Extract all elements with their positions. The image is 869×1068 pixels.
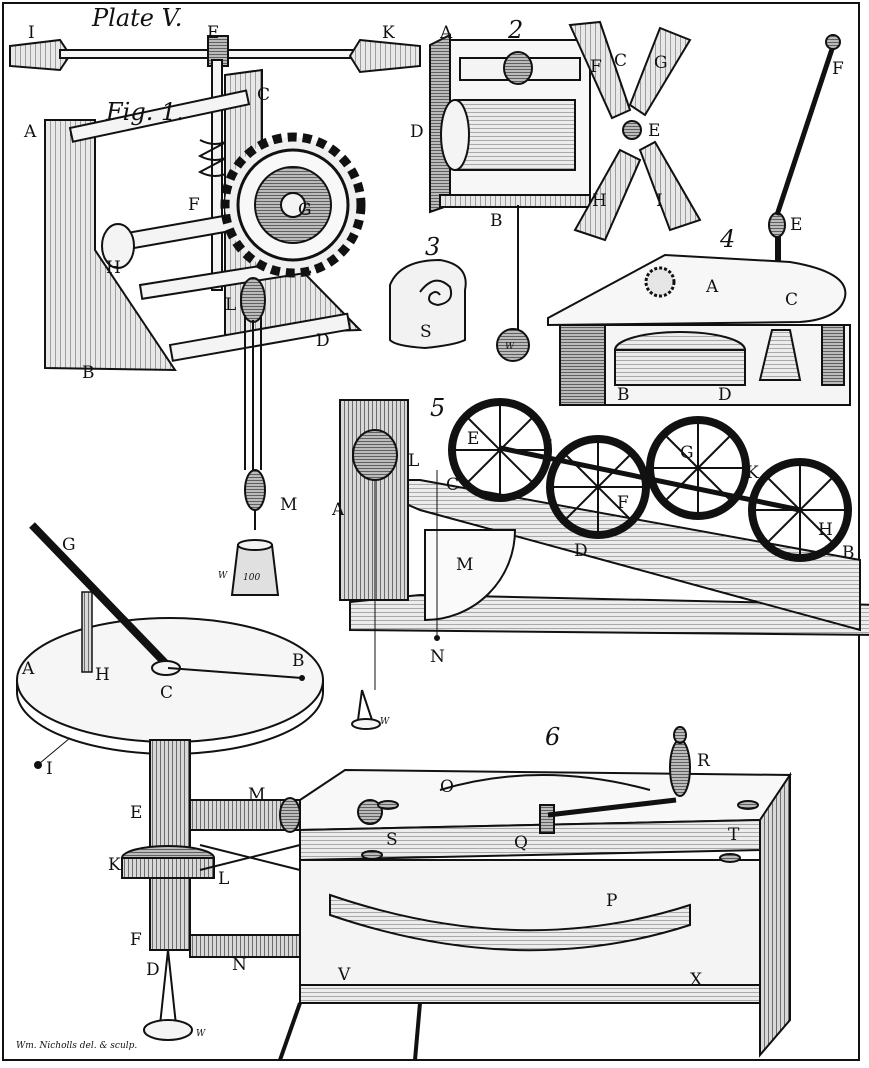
disc-label-W: W [196,1029,206,1039]
fig6-label-P: P [606,891,617,911]
figure-3-spring-coil [389,258,467,350]
fig1-label-B: B [82,363,95,383]
fig2-label-C: C [614,51,627,71]
spoked-wheel-icon [546,435,650,539]
windmill-sail-icon [568,20,702,242]
fig1-label-C: C [257,85,270,105]
figure-labels: Fig. 1. I E K A C F G H L D B M W 100 2 … [21,16,855,1039]
fig6-label-E: E [130,803,142,823]
fig4-label-E: E [790,215,802,235]
fig2-label-F: F [590,57,602,77]
fig1-label-W: W [218,571,228,581]
fig5-label-D: D [574,541,588,561]
fig5-number: 5 [430,394,445,422]
fig3-label-S: S [420,322,432,342]
fig6-label-V: V [337,965,351,985]
fig6-number: 6 [545,723,560,751]
fig2-label-G: G [654,53,668,73]
spoked-wheel-icon [748,458,852,562]
weight-icon [351,718,381,730]
fig5-label-W: W [380,717,390,727]
fig1-label-I: I [28,23,35,43]
fig1-label-D: D [316,331,330,351]
fig3-number: 3 [425,233,440,261]
fig1-label-A: A [23,122,37,142]
fig5-label-E: E [467,429,479,449]
weight-icon [496,328,530,362]
fig1-label-L: L [225,295,236,315]
disc-label-C: C [160,683,173,703]
fig1-label-H: H [106,258,121,278]
gear-icon [220,132,366,278]
fig4-label-D: D [718,385,732,405]
fig5-label-L: L [408,451,419,471]
fig5-label-A: A [331,500,345,520]
engraver-credit: Wm. Nicholls del. & sculp. [16,1041,137,1051]
disc-label-I: I [46,759,53,779]
disc-label-A: A [21,659,35,679]
figure-5-inclined-plane-carriage [339,398,869,730]
disc-label-G: G [62,535,76,555]
fig5-label-B: B [842,543,855,563]
fig1-label-K: K [382,23,395,43]
fig5-label-C: C [446,475,459,495]
fig5-label-K: K [746,463,759,483]
fig2-label-I: I [656,191,663,211]
fig6-label-L: L [218,869,229,889]
fig1-label-100: 100 [243,573,260,583]
fig2-label-A: A [439,23,453,43]
fig1-label-E: E [207,23,219,43]
disc-label-B: B [292,651,305,671]
fig2-label-D: D [410,122,424,142]
pulley-icon [240,277,266,511]
fig1-label-G: G [298,200,312,220]
fig2-label-E: E [648,121,660,141]
fig4-label-F: F [832,59,844,79]
figure-1-wheel-and-axle [9,35,421,596]
fig5-label-I: I [546,437,553,457]
fig6-label-S: S [386,830,398,850]
fig5-label-N: N [430,647,445,667]
fig6-label-K: K [108,855,121,875]
fig6-label-F: F [130,930,142,950]
fig5-label-G: G [680,443,694,463]
fig4-number: 4 [719,225,735,253]
figure-turntable-disc [16,522,324,1041]
fig5-label-M: M [456,555,473,575]
spoked-wheel-icon [448,398,552,502]
fig6-label-D: D [146,960,160,980]
fig6-label-T: T [728,825,740,845]
fig6-label-Q: Q [514,833,528,853]
fig6-label-O: O [440,777,454,797]
fig6-label-M: M [248,785,265,805]
fig2-label-B: B [490,211,503,231]
plate-title: Plate V. [91,4,182,32]
weight-icon [230,510,280,596]
fig5-label-H: H [818,520,833,540]
fig2-label-H: H [592,191,607,211]
spoked-wheel-icon [646,416,750,520]
fig2-label-W: W [505,342,515,352]
figure-2-windmill-winch [429,20,702,362]
fig1-label-F: F [188,195,200,215]
fig2-number: 2 [507,16,523,44]
figure-4-clock-spring [547,34,851,406]
disc-label-H: H [95,665,110,685]
fig4-label-A: A [705,277,719,297]
fig4-label-C: C [785,290,798,310]
crank-handle-icon [539,726,691,834]
fig4-label-B: B [617,385,630,405]
weight-icon [143,1019,193,1041]
figure-6-crank-machine [189,726,792,1061]
fig6-label-R: R [697,751,711,771]
fig6-label-N: N [232,955,247,975]
fig1-label-M: M [280,495,297,515]
fig5-label-F: F [617,493,629,513]
fig1-caption: Fig. 1. [105,98,184,126]
fig6-label-X: X [690,970,703,990]
